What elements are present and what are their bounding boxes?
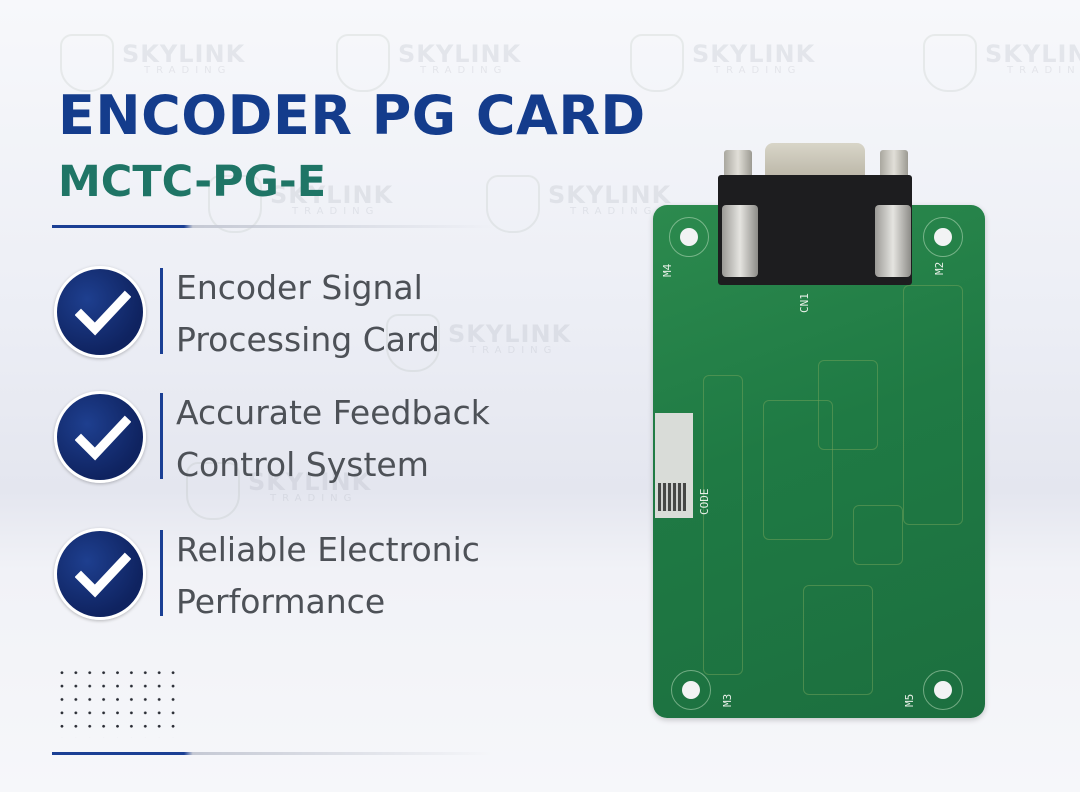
pcb-board-image: M4 M2 CN1 CODE M3 M5 bbox=[653, 205, 985, 718]
feature-line: Encoder Signal bbox=[176, 268, 423, 307]
accent-bar bbox=[160, 268, 163, 354]
silkscreen-label: CODE bbox=[698, 488, 711, 516]
model-number: MCTC-PG-E bbox=[58, 157, 327, 207]
accent-bar bbox=[160, 530, 163, 616]
mount-hole bbox=[669, 217, 709, 257]
feature-line: Processing Card bbox=[176, 320, 440, 359]
silkscreen-label: M4 bbox=[661, 263, 674, 277]
silkscreen-label: M5 bbox=[903, 693, 916, 707]
page-title: ENCODER PG CARD bbox=[58, 84, 646, 147]
mount-hole bbox=[923, 217, 963, 257]
silkscreen-label: CN1 bbox=[798, 293, 811, 313]
divider bbox=[52, 752, 492, 755]
check-icon bbox=[54, 266, 146, 358]
feature-line: Reliable Electronic bbox=[176, 530, 480, 569]
feature-line: Control System bbox=[176, 445, 429, 484]
feature-line: Performance bbox=[176, 582, 386, 621]
divider bbox=[52, 225, 492, 228]
qr-code bbox=[658, 483, 686, 511]
silkscreen-label: M3 bbox=[721, 693, 734, 707]
check-icon bbox=[54, 391, 146, 483]
silkscreen-label: M2 bbox=[933, 261, 946, 275]
feature-line: Accurate Feedback bbox=[176, 393, 490, 432]
mount-hole bbox=[671, 670, 711, 710]
dot-grid-decoration bbox=[55, 666, 185, 738]
check-icon bbox=[54, 528, 146, 620]
accent-bar bbox=[160, 393, 163, 479]
mount-hole bbox=[923, 670, 963, 710]
